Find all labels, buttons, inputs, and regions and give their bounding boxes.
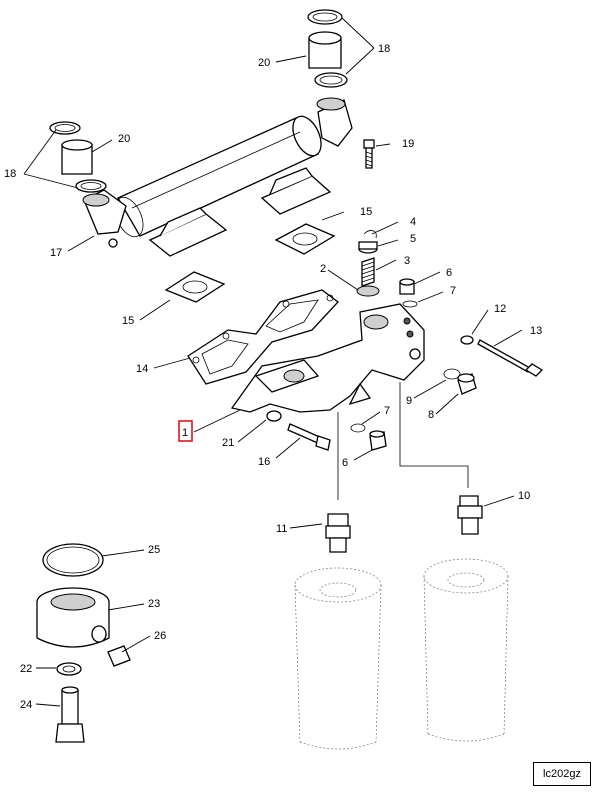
callout-8: 8 [428,409,434,421]
nipple-11 [325,513,351,553]
callout-2: 2 [320,263,326,275]
plug-6-lower [369,430,387,451]
plug-8 [457,373,477,395]
gasket-15-left [164,271,226,303]
callout-4: 4 [410,216,416,228]
callout-7: 7 [384,405,390,417]
o-ring-9 [443,368,461,380]
callout-9: 9 [406,395,412,407]
callout-14: 14 [136,363,148,375]
gasket-14 [187,289,339,385]
callout-18: 18 [4,168,16,180]
oil-filter-left [294,567,382,750]
washer-12 [460,335,474,345]
callout-15: 15 [360,206,372,218]
callout-labels: 20 18 20 19 18 17 15 4 5 15 2 3 6 7 12 1… [4,43,542,711]
callout-11: 11 [276,523,287,535]
callout-7: 7 [450,285,456,297]
callout-25: 25 [148,544,160,556]
relief-valve-parts [356,230,380,297]
o-ring-7-lower [350,423,366,433]
bolt-19 [363,139,375,169]
callout-21: 21 [222,437,234,449]
highlight-box-1 [178,420,193,442]
reference-code-label: lc202gz [533,762,591,786]
oil-cooler-body [82,97,353,257]
hose-and-clamps-left [49,121,107,193]
callout-3: 3 [404,255,410,267]
hose-and-clamps-top [307,9,348,88]
callout-20: 20 [258,57,270,69]
callout-17: 17 [50,247,62,259]
plug-6-and-ring-7-top [399,278,418,308]
callout-22: 22 [20,663,32,675]
adapter-23 [36,587,110,648]
callout-24: 24 [20,699,32,711]
o-ring-25 [42,543,104,577]
callout-13: 13 [530,325,542,337]
connector-line-right [399,382,469,488]
bolt-13 [477,339,544,377]
gasket-15-right [274,223,336,255]
callout-10: 10 [518,490,530,502]
callout-18: 18 [378,43,390,55]
callout-6: 6 [446,267,452,279]
filter-head [230,303,425,413]
callout-1: 1 [182,427,188,439]
callout-6: 6 [342,457,348,469]
callout-19: 19 [402,138,414,150]
callout-5: 5 [410,233,416,245]
washer-22 [56,662,82,676]
callout-12: 12 [494,303,506,315]
callout-15: 15 [122,315,134,327]
nipple-10 [457,495,483,535]
callout-20: 20 [118,133,130,145]
fitting-24 [55,686,85,743]
oil-filter-right [423,558,509,742]
washer-21 [266,410,282,422]
callout-26: 26 [154,630,166,642]
bolt-16 [287,423,331,451]
leader-lines [23,17,523,707]
callout-23: 23 [148,598,160,610]
callout-16: 16 [258,456,270,468]
